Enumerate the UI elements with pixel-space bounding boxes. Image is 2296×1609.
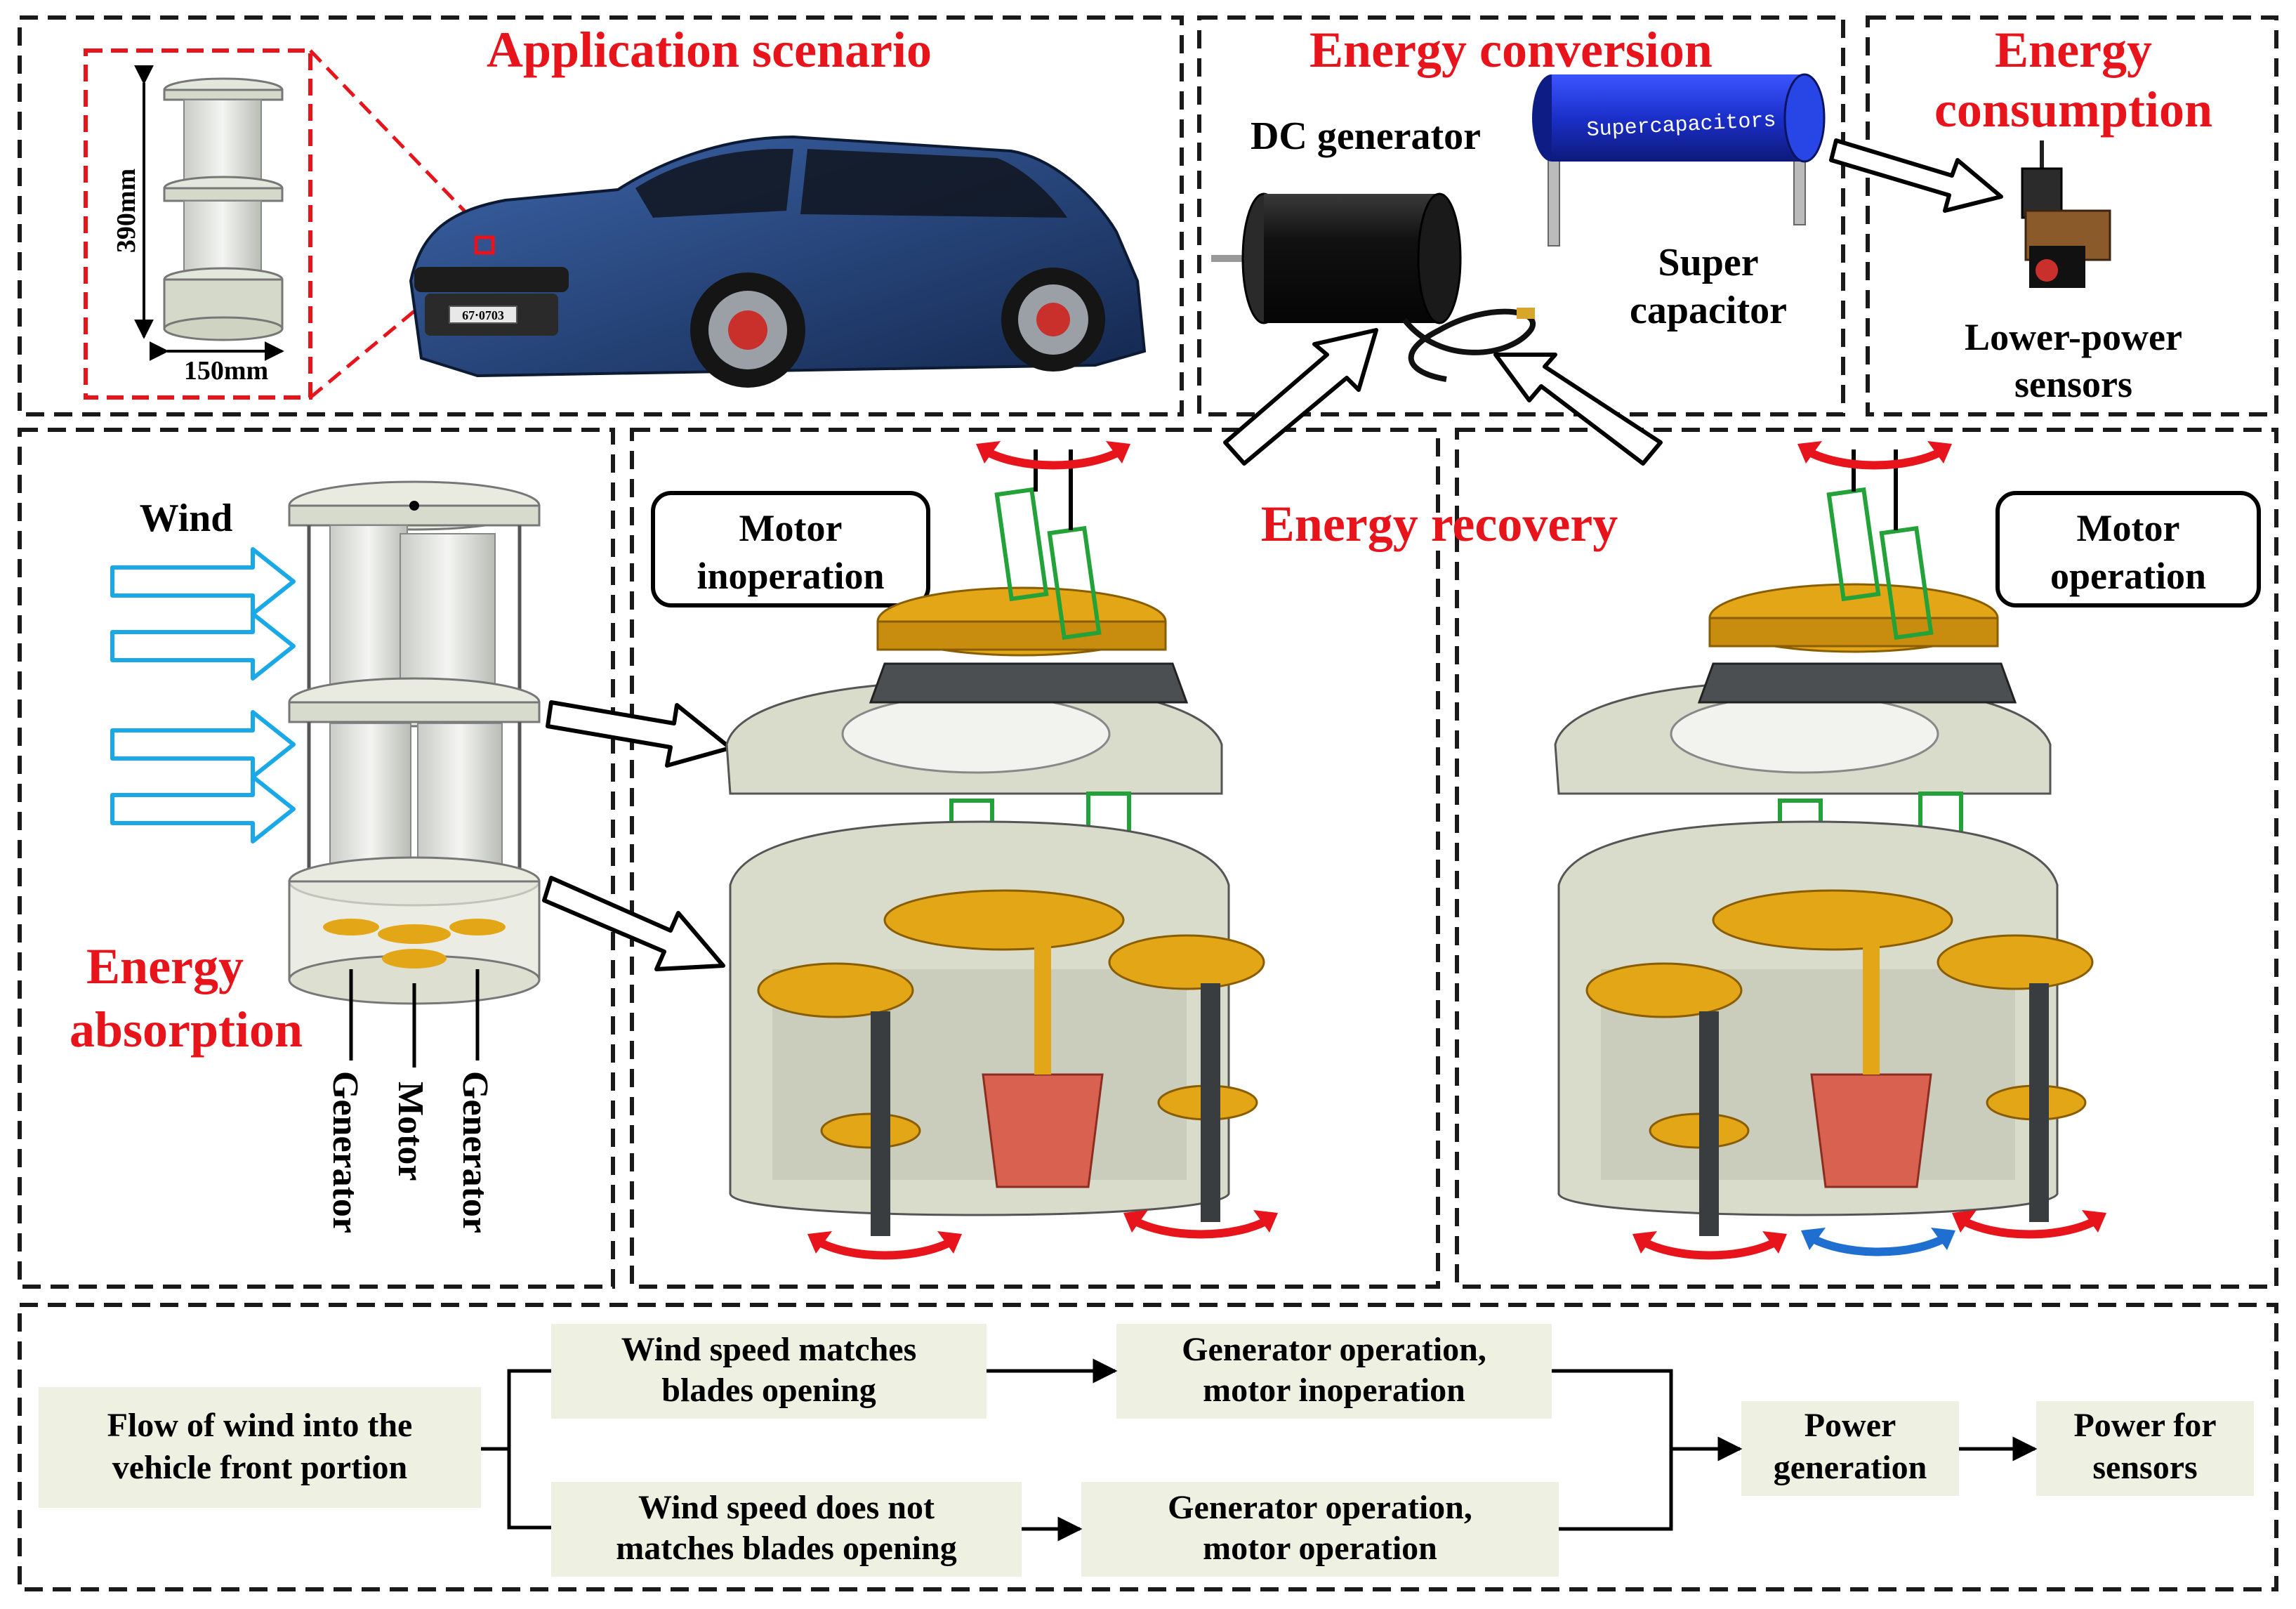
flow-bottom-result-line1: Generator operation, <box>1168 1489 1472 1526</box>
motor-operation-line1: Motor <box>2077 507 2180 549</box>
license-plate: 67‧0703 <box>462 308 504 322</box>
sensor-device <box>2021 140 2111 288</box>
frame-recovery-left <box>630 428 1440 1289</box>
application-panel: Application scenario 390mm 150mm <box>84 22 1147 400</box>
flow-box-start <box>39 1387 481 1508</box>
flow-power-generation-line1: Power <box>1805 1407 1896 1444</box>
motor-operation-box <box>1995 491 2261 608</box>
arrow-recovery-to-capacitor <box>1493 353 1663 466</box>
absorption-panel: Wind <box>70 480 732 1233</box>
wind-arrow <box>110 775 296 843</box>
motor-inoperation-line1: Motor <box>739 507 843 549</box>
width-label: 150mm <box>184 356 268 386</box>
red-rotation-arrow <box>1802 445 1948 470</box>
red-rotation-arrow <box>980 445 1126 470</box>
frame-absorption <box>18 428 615 1289</box>
flow-power-sensors-line2: sensors <box>2092 1449 2197 1486</box>
application-title: Application scenario <box>487 22 932 78</box>
motor-inoperation-box <box>651 491 930 608</box>
arrow-recovery-to-generator <box>1223 328 1378 466</box>
recovery-panel: Energy recovery Motor inoperation Motor … <box>651 441 2261 1260</box>
arrow-cap-to-sensor <box>1829 138 2003 213</box>
flowchart: Flow of wind into the vehicle front port… <box>39 1324 2254 1577</box>
leader-lines <box>349 969 480 1068</box>
flow-top-result-line1: Generator operation, <box>1182 1331 1486 1368</box>
flow-power-sensors-line1: Power for <box>2073 1407 2216 1444</box>
flow-box-power-sensors <box>2036 1401 2254 1496</box>
flow-bottom-result-line2: motor operation <box>1203 1530 1437 1567</box>
dc-generator-label: DC generator <box>1251 114 1481 158</box>
flow-top-condition-line1: Wind speed matches <box>621 1331 917 1368</box>
wind-arrow <box>110 547 296 616</box>
zoom-line-bottom <box>309 251 486 399</box>
leg-right-generator: Generator <box>455 1071 495 1233</box>
flow-boxes <box>39 1324 2254 1577</box>
rotation-arrowheads <box>807 441 2106 1254</box>
leg-left-generator: Generator <box>325 1071 365 1233</box>
flow-power-generation-line2: generation <box>1774 1449 1927 1486</box>
mechanism-motor-operation <box>1554 449 2094 1236</box>
recovery-title: Energy recovery <box>1261 496 1618 552</box>
supercap-label-1: Super <box>1658 241 1758 284</box>
absorption-to-recovery-arrows <box>542 700 732 971</box>
absorption-title-1: Energy <box>86 938 244 994</box>
flow-top-condition-line2: blades opening <box>661 1372 876 1409</box>
motor-inoperation-line2: inoperation <box>697 555 884 597</box>
frame-consumption <box>1866 15 2278 416</box>
mechanism-motor-inoperation <box>725 449 1265 1236</box>
conversion-title: Energy conversion <box>1309 22 1713 78</box>
red-rotation-arrow <box>1128 1214 1274 1239</box>
rotation-arrows <box>812 445 2102 1260</box>
car-illustration: 67‧0703 <box>409 135 1147 388</box>
flow-bottom-condition-line2: matches blades opening <box>616 1530 956 1567</box>
small-device <box>163 77 284 341</box>
consumption-title-2: consumption <box>1934 81 2212 138</box>
wind-label: Wind <box>140 497 233 540</box>
flow-start-line1: Flow of wind into the <box>107 1407 413 1444</box>
wind-arrow <box>110 612 296 681</box>
flow-box-power-generation <box>1741 1401 1959 1496</box>
flow-box-bottom-condition <box>551 1482 1022 1577</box>
conversion-panel: Energy conversion DC generator Supercapa… <box>1211 22 1826 382</box>
wind-arrow <box>110 710 296 779</box>
supercapacitor: Supercapacitors <box>1532 73 1826 247</box>
red-rotation-arrow <box>1956 1214 2102 1239</box>
hollow-arrows-top <box>1223 138 2003 466</box>
flow-bottom-condition-line1: Wind speed does not <box>638 1489 935 1526</box>
flow-start-line2: vehicle front portion <box>112 1449 407 1486</box>
frame-flowchart <box>18 1303 2278 1591</box>
leg-motor: Motor <box>390 1082 430 1181</box>
zoom-line-top <box>309 49 486 233</box>
red-rotation-arrow <box>812 1235 958 1260</box>
arrow-lower-stage <box>542 876 725 971</box>
supercap-label-2: capacitor <box>1630 289 1787 332</box>
flow-top-result-line2: motor inoperation <box>1203 1372 1465 1409</box>
motor-operation-line2: operation <box>2050 555 2206 597</box>
sensor-label-1: Lower-power <box>1965 316 2182 358</box>
flow-box-top-condition <box>551 1324 987 1419</box>
dc-generator <box>1211 192 1536 382</box>
flow-box-bottom-result <box>1081 1482 1559 1577</box>
absorption-title-2: absorption <box>70 1001 303 1058</box>
arrow-upper-stage <box>546 700 732 768</box>
flow-connectors <box>481 1358 2038 1542</box>
frame-conversion <box>1197 15 1845 416</box>
panel-frames <box>18 15 2278 1591</box>
red-rotation-arrow <box>1637 1235 1783 1260</box>
frame-recovery-right <box>1455 428 2278 1289</box>
consumption-panel: Energy consumption Lower-power sensors <box>1934 22 2212 405</box>
height-label: 390mm <box>112 169 141 253</box>
flow-box-top-result <box>1116 1324 1552 1419</box>
frame-application <box>18 15 1184 416</box>
turbine-device <box>288 480 541 1005</box>
blue-rotation-arrow <box>1805 1232 1951 1256</box>
zoom-box <box>84 48 312 400</box>
wind-arrows <box>110 547 296 843</box>
flow-text: Flow of wind into the vehicle front port… <box>107 1331 2217 1567</box>
consumption-title-1: Energy <box>1995 22 2152 78</box>
sensor-label-2: sensors <box>2014 363 2132 405</box>
